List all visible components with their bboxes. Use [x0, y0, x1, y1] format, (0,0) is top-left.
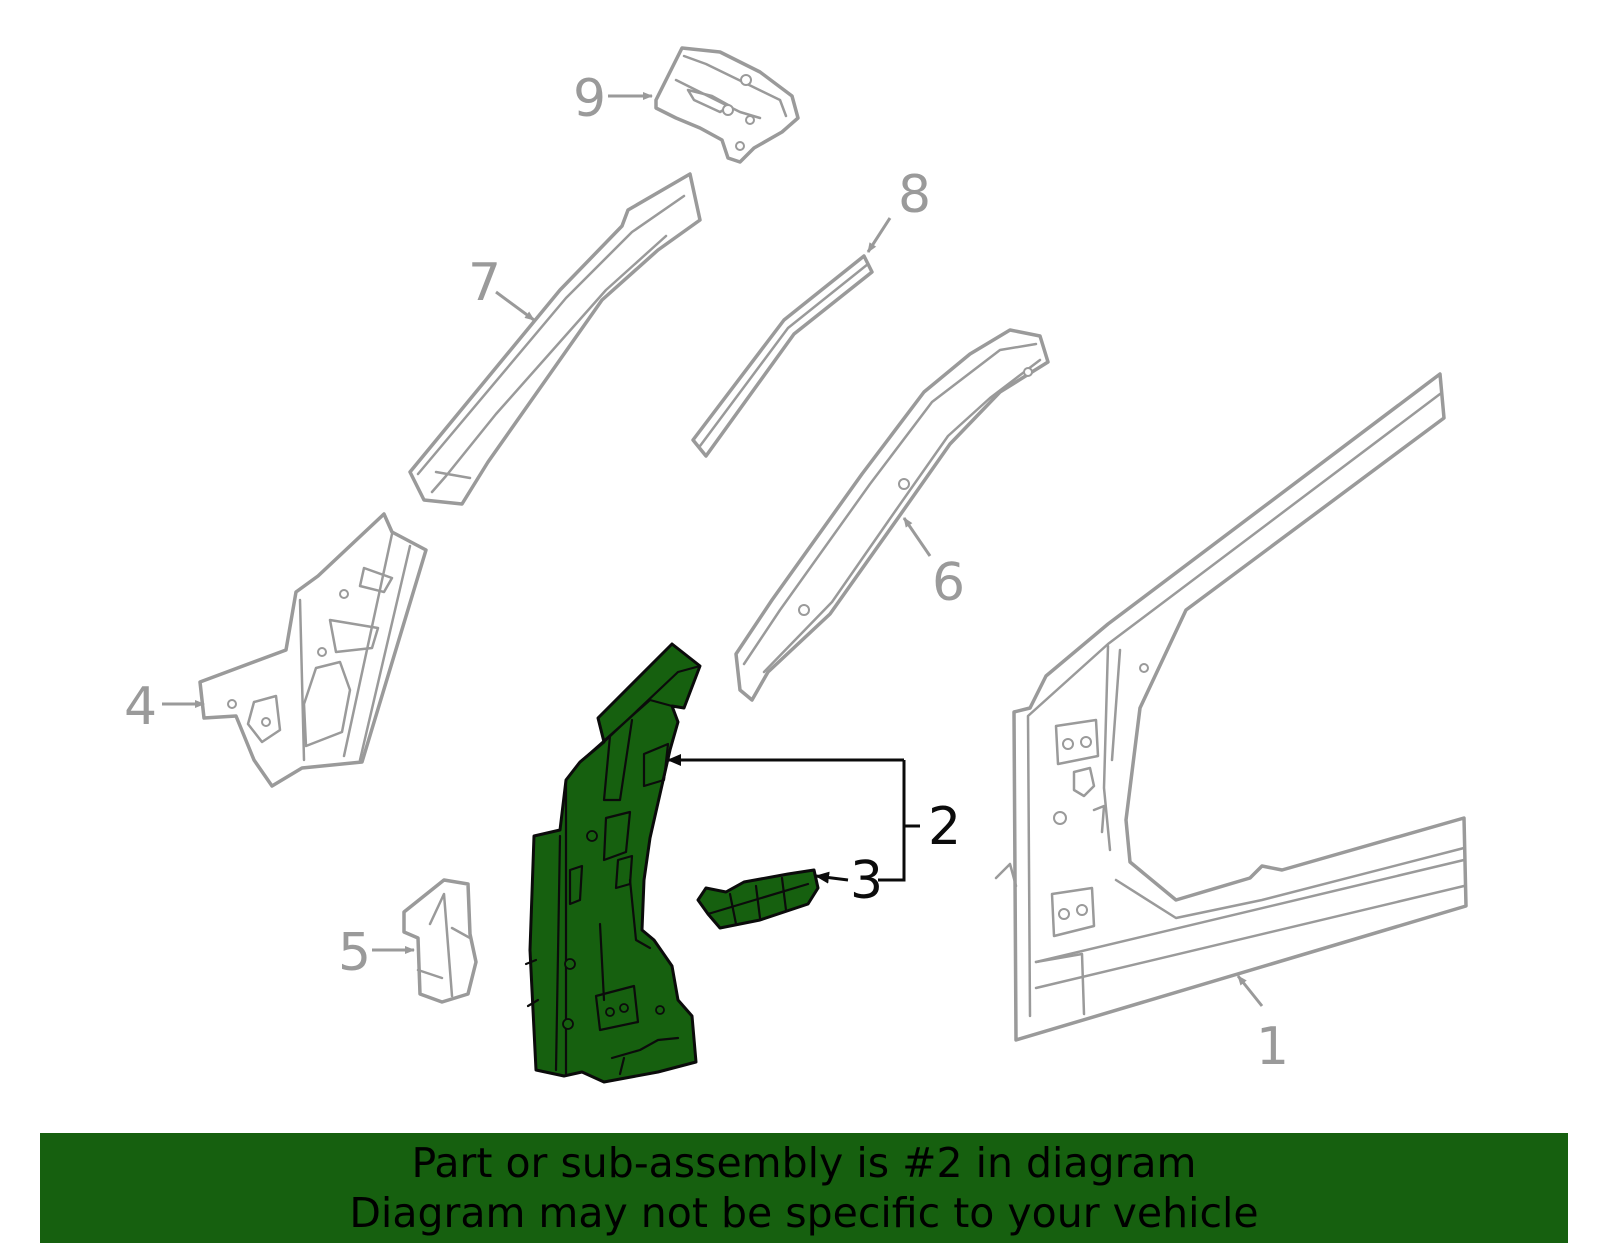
banner-line-1: Part or sub-assembly is #2 in diagram: [411, 1139, 1197, 1187]
part-7-roof-side-rail: [408, 172, 702, 506]
callout-5: 5: [338, 923, 371, 983]
part-1-body-side-outer: [994, 372, 1468, 1042]
part-6-pillar-reinforcement: [734, 328, 1050, 702]
leader-lines-highlight: [667, 754, 920, 884]
callout-6: 6: [932, 553, 965, 613]
callout-8: 8: [898, 165, 931, 225]
callout-3: 3: [850, 851, 883, 911]
part-4-pillar-inner-panel: [198, 512, 428, 788]
callout-7: 7: [468, 253, 501, 313]
part-8-inner-rail: [691, 254, 874, 458]
part-2-front-pillar-inner[interactable]: [524, 642, 702, 1084]
part-3-reinforcement-bracket: [696, 868, 820, 930]
callout-4: 4: [124, 677, 157, 737]
banner-line-2: Diagram may not be specific to your vehi…: [349, 1189, 1259, 1237]
callout-1: 1: [1256, 1017, 1289, 1077]
info-banner: Part or sub-assembly is #2 in diagram Di…: [40, 1133, 1568, 1243]
part-5-lower-bracket: [402, 878, 478, 1004]
part-9-roof-bracket: [654, 46, 800, 164]
callout-9: 9: [573, 69, 606, 129]
leader-lines: [162, 92, 1264, 1007]
callout-labels: 9 8 7 6 4 5 1 2 3: [124, 69, 1289, 1077]
callout-2: 2: [928, 797, 961, 857]
